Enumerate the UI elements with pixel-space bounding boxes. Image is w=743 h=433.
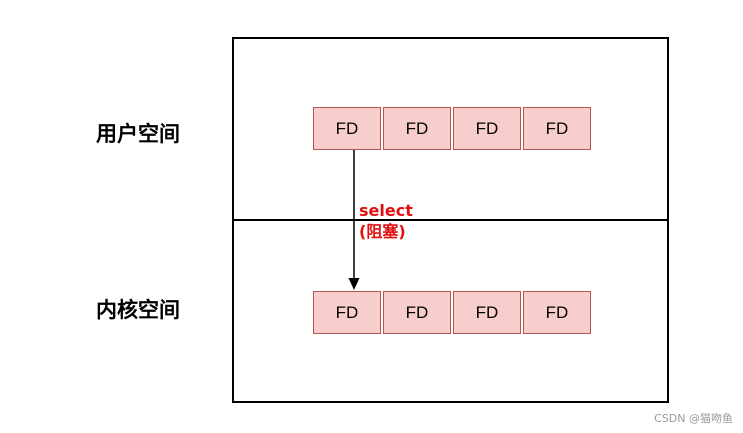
user-fd-row: FD FD FD FD (313, 107, 591, 150)
user-fd-cell: FD (313, 107, 381, 150)
kernel-fd-cell: FD (523, 291, 591, 334)
kernel-fd-cell: FD (453, 291, 521, 334)
user-fd-cell: FD (453, 107, 521, 150)
select-text: select (359, 201, 413, 220)
blocking-text: (阻塞) (359, 222, 406, 241)
kernel-space-label: 内核空间 (96, 298, 180, 322)
kernel-fd-row: FD FD FD FD (313, 291, 591, 334)
watermark: CSDN @猫吻鱼 (654, 412, 733, 425)
user-fd-cell: FD (383, 107, 451, 150)
user-fd-cell: FD (523, 107, 591, 150)
user-space-label: 用户空间 (96, 122, 180, 146)
kernel-fd-cell: FD (383, 291, 451, 334)
space-divider (232, 219, 669, 221)
select-edge-label: select (阻塞) (359, 200, 413, 242)
kernel-fd-cell: FD (313, 291, 381, 334)
